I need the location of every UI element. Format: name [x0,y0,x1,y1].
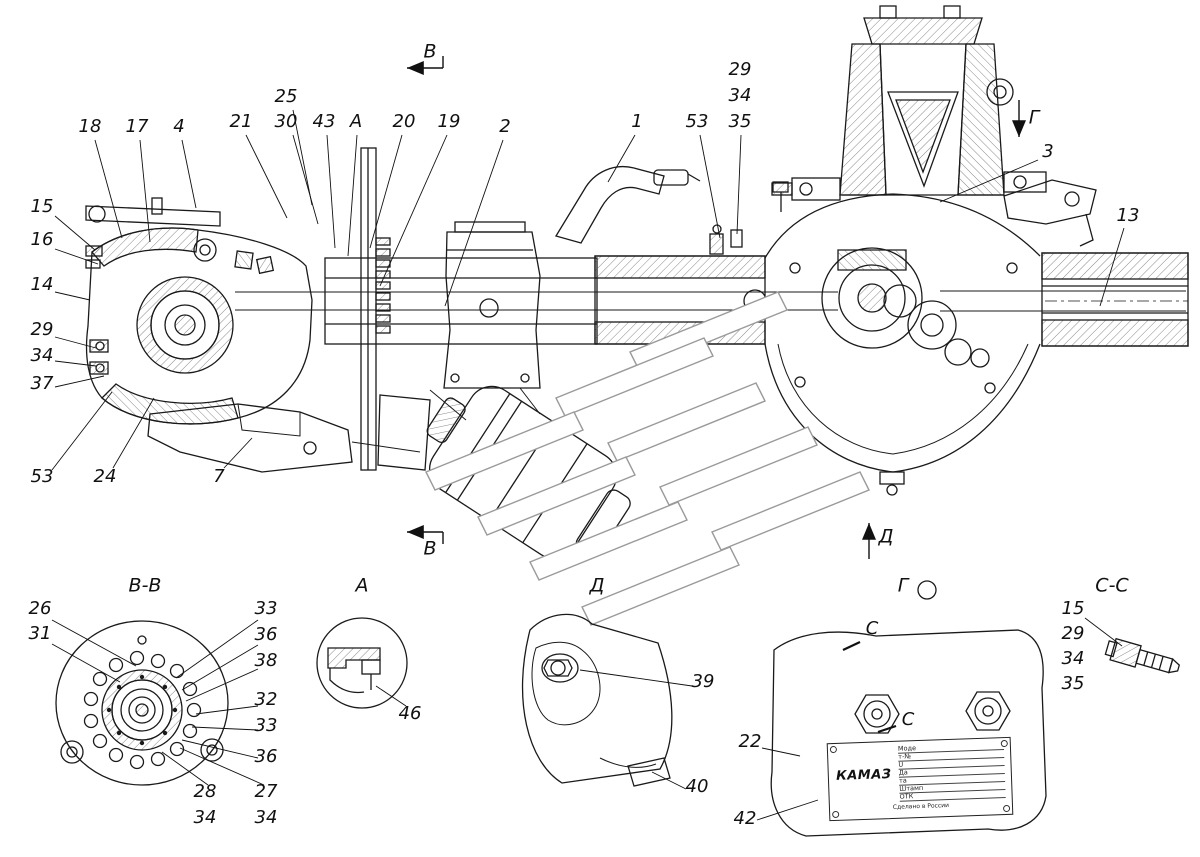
kingpin-tower [771,5,1047,201]
right-axle-tube [940,252,1189,368]
right-lever [1003,179,1097,247]
bolt-ring [83,650,202,770]
axle-tube-mid [594,255,766,345]
steering-arm [554,166,701,244]
lower-steering-arm [147,403,421,473]
main-view [85,5,1189,560]
view-g [770,580,1047,837]
nameplate-brand: КАМАЗ [835,766,892,784]
inner-dot-ring [106,674,178,746]
chamber-bracket [429,387,541,421]
nameplate-screw-icon [1000,739,1008,748]
brake-plate [360,147,431,471]
view-a [316,617,408,709]
view-d [521,613,673,787]
spring-bracket [443,221,541,389]
watermark [425,291,870,626]
differential-housing [709,181,1041,496]
nameplate-screw-icon [1002,804,1011,813]
leader-lines [51,56,1125,821]
g-view-datum-circle [917,580,937,600]
view-b-b [55,620,229,786]
nameplate-screw-icon [832,810,840,819]
left-knuckle-assembly [85,197,313,425]
view-c-c [1104,637,1181,674]
